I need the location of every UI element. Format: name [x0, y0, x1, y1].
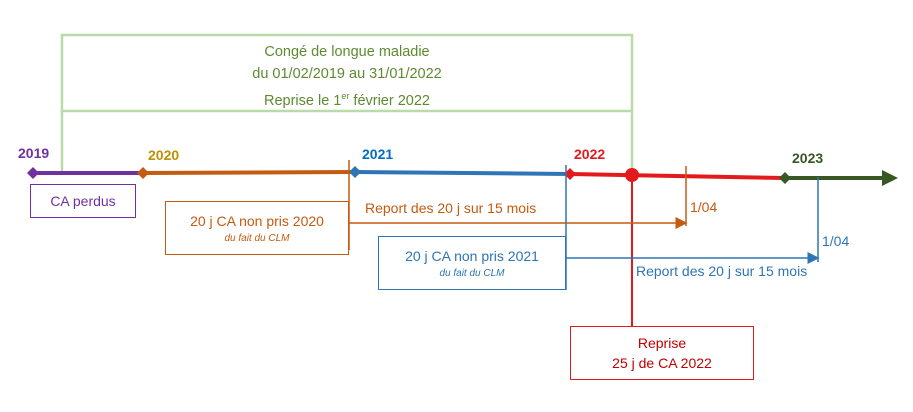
year-2021: 2021 — [362, 146, 394, 162]
clm-dates: du 01/02/2019 au 31/01/2022 — [252, 66, 442, 82]
ca-2020-box: 20 j CA non pris 2020 du fait du CLM — [165, 201, 349, 255]
marker-2022 — [564, 168, 576, 180]
ca-2020-sub: du fait du CLM — [224, 232, 290, 244]
ca-perdus-label: CA perdus — [50, 193, 116, 209]
deadline-2020-label: 1/04 — [690, 199, 718, 215]
ca-2021-main: 20 j CA non pris 2021 — [405, 247, 539, 264]
reprise-days: 25 j de CA 2022 — [612, 355, 712, 371]
clm-period-frame — [60, 33, 634, 113]
marker-2023 — [779, 172, 791, 184]
ca-2021-box: 20 j CA non pris 2021 du fait du CLM — [378, 236, 566, 290]
marker-2020 — [137, 167, 149, 179]
marker-2019 — [27, 167, 39, 179]
clm-reprise-suffix: février 2022 — [349, 92, 430, 109]
reprise-title: Reprise — [637, 335, 687, 351]
year-2020: 2020 — [148, 147, 180, 163]
timeline-arrowhead — [882, 170, 898, 186]
timeline-segment-2021 — [354, 170, 571, 176]
year-2019: 2019 — [18, 145, 50, 161]
timeline-segment-2022 — [569, 172, 786, 180]
clm-header-text: Congé de longue maladie du 01/02/2019 au… — [64, 41, 630, 112]
marker-2021 — [349, 166, 361, 178]
ca-perdus-box: CA perdus — [30, 184, 136, 218]
clm-title: Congé de longue maladie — [264, 44, 430, 60]
deadline-2021-label: 1/04 — [822, 233, 850, 249]
clm-reprise-prefix: Reprise le 1 — [264, 92, 342, 109]
ca-2021-sub: du fait du CLM — [439, 267, 505, 279]
timeline-segment-2020 — [142, 170, 356, 175]
reprise-box: Reprise 25 j de CA 2022 — [570, 326, 754, 380]
year-2023: 2023 — [792, 150, 824, 166]
report-2020-label: Report des 20 j sur 15 mois — [365, 200, 537, 216]
year-2022: 2022 — [574, 146, 606, 162]
ca-2020-main: 20 j CA non pris 2020 — [190, 212, 324, 229]
clm-reprise-line: Reprise le 1er février 2022 — [64, 85, 630, 112]
report-2021-label: Report des 20 j sur 15 mois — [636, 263, 808, 279]
clm-reprise-sup: er — [341, 91, 350, 101]
